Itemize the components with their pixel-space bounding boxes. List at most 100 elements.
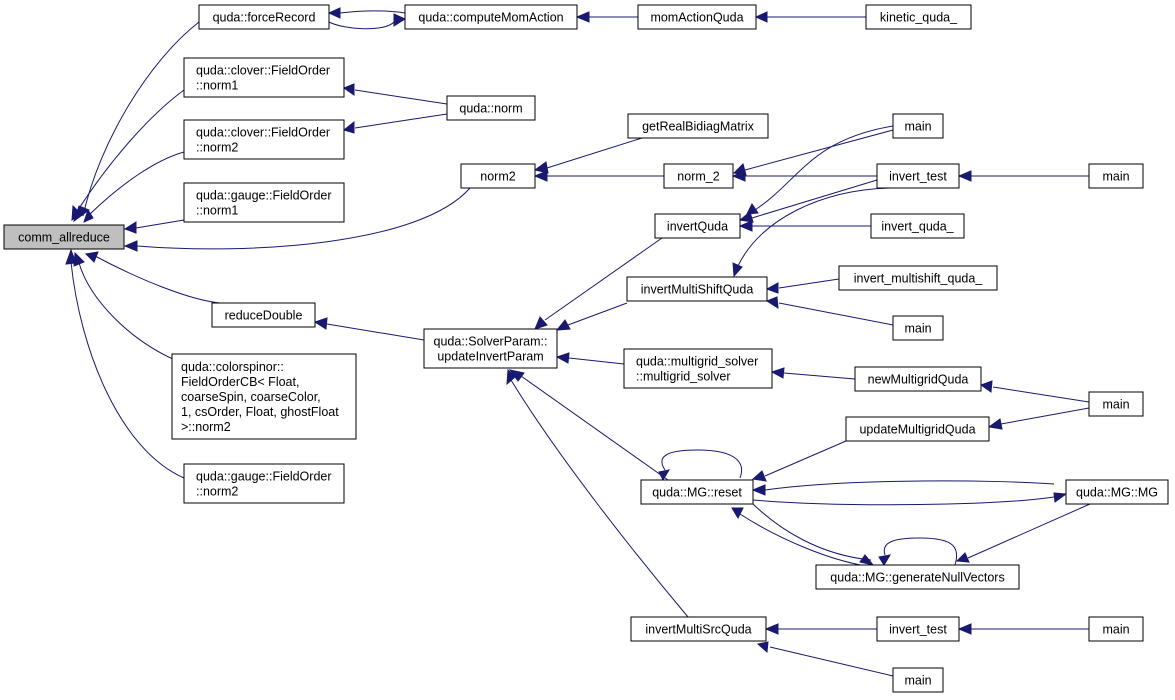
edge-arrowhead [313, 317, 328, 330]
node-gauge-norm2[interactable]: quda::gauge::FieldOrder::norm2 [183, 463, 345, 504]
node-newMultigrid[interactable]: newMultigridQuda [854, 366, 982, 392]
node-updateMultigrid[interactable]: updateMultigridQuda [845, 416, 990, 442]
edge-line [567, 302, 628, 326]
node-mg-mg[interactable]: quda::MG::MG [1065, 479, 1169, 505]
edge-arrowhead [342, 120, 355, 134]
edge-arrowhead [65, 248, 77, 265]
node-momAction[interactable]: momActionQuda [637, 4, 757, 30]
node-clover-norm2[interactable]: quda::clover::FieldOrder::norm2 [183, 119, 345, 160]
node-main-b[interactable]: main [1088, 163, 1144, 189]
edge-line [510, 379, 689, 618]
node-box [876, 616, 960, 642]
node-norm2[interactable]: norm2 [460, 163, 536, 189]
node-label: norm2 [480, 170, 515, 184]
node-reduceDouble[interactable]: reduceDouble [211, 302, 316, 328]
node-computeMom[interactable]: quda::computeMomAction [404, 4, 578, 30]
node-colorspinor[interactable]: quda::colorspinor::FieldOrderCB< Float,c… [171, 353, 357, 440]
node-box [183, 57, 345, 98]
edge-arrowhead [533, 161, 549, 174]
node-invert-test-a[interactable]: invert_test [876, 163, 960, 189]
node-label: ::norm1 [196, 79, 238, 93]
e-invert-test-a-invertMultiShift-edge [732, 187, 891, 278]
node-label: quda::MG::generateNullVectors [830, 571, 1004, 585]
node-box [183, 182, 345, 223]
edge-line [78, 262, 176, 361]
node-label: quda::colorspinor:: [181, 360, 284, 374]
e-invert-test-a-norm-2-edge [731, 170, 877, 182]
node-norm-2[interactable]: norm_2 [663, 163, 734, 189]
edge-arrowhead [738, 220, 753, 232]
node-box [404, 4, 578, 30]
node-label: invert_test [889, 170, 947, 184]
edge-arrowhead [327, 7, 341, 19]
edge-arrowhead [754, 11, 768, 23]
node-generateNull[interactable]: quda::MG::generateNullVectors [815, 564, 1020, 590]
node-box [630, 616, 767, 642]
node-gauge-norm1[interactable]: quda::gauge::FieldOrder::norm1 [183, 182, 345, 223]
node-box [198, 4, 330, 30]
call-graph-nodes: comm_allreduce quda::forceRecord quda::com… [3, 4, 1169, 693]
node-box [627, 113, 769, 139]
node-invertMultiShift[interactable]: invertMultiShiftQuda [626, 276, 768, 302]
edge-line [744, 129, 894, 171]
e-comm-forceRecord-edge [73, 21, 200, 223]
e-invertQuda-solverParam-edge [534, 237, 663, 330]
node-invert-quda-[interactable]: invert_quda_ [870, 213, 965, 239]
node-label: kinetic_quda_ [880, 11, 958, 25]
node-multigrid-solver[interactable]: quda::multigrid_solver::multigrid_solver [623, 348, 773, 389]
node-invert-multishift[interactable]: invert_multishift_quda_ [838, 265, 998, 291]
node-getReal[interactable]: getRealBidiagMatrix [627, 113, 769, 139]
edge-line [354, 89, 448, 105]
node-main-e[interactable]: main [1088, 616, 1144, 642]
node-main-f[interactable]: main [892, 667, 944, 693]
node-invert-test-b[interactable]: invert_test [876, 616, 960, 642]
node-label: quda::SolverParam:: [434, 335, 548, 349]
edge-arrowhead [955, 552, 970, 563]
edge-arrowhead [859, 554, 875, 566]
node-invertMultiSrc[interactable]: invertMultiSrcQuda [630, 616, 767, 642]
node-clover-norm1[interactable]: quda::clover::FieldOrder::norm1 [183, 57, 345, 98]
e-comm-norm2-edge [123, 187, 471, 252]
node-forceRecord[interactable]: quda::forceRecord [198, 4, 330, 30]
e-comm-colorspinor-edge [73, 251, 176, 361]
edge-line [883, 537, 958, 566]
edge-arrowhead [731, 170, 746, 182]
node-comm: comm_allreduce [3, 224, 125, 250]
node-main-a[interactable]: main [892, 113, 944, 139]
node-label: main [904, 674, 931, 688]
e-generateNull-self-edge [878, 537, 958, 566]
e-invert-test-a-invertQuda-edge [738, 179, 878, 223]
node-box [1088, 163, 1144, 189]
edge-arrowhead [123, 240, 138, 252]
edge-line [739, 513, 867, 567]
e-comm-clover2-edge [83, 151, 185, 223]
node-label: quda::MG::MG [1076, 486, 1158, 500]
node-mg-reset[interactable]: quda::MG::reset [640, 479, 754, 505]
e-invert-quda-invertQuda-edge [738, 220, 871, 232]
node-label: quda::multigrid_solver [636, 355, 758, 369]
e-generateNull-mg-reset-edge [752, 503, 875, 566]
node-quda-norm[interactable]: quda::norm [446, 95, 536, 121]
edge-arrowhead [73, 251, 85, 267]
edge-arrowhead [534, 316, 548, 330]
e-invertMultiShift-solverParam-edge [555, 302, 628, 331]
node-box [1088, 391, 1144, 417]
node-solverParam[interactable]: quda::SolverParam::updateInvertParam [423, 328, 558, 369]
node-label: quda::gauge::FieldOrder [196, 189, 332, 203]
node-main-d[interactable]: main [1088, 391, 1144, 417]
node-main-c[interactable]: main [892, 315, 944, 341]
node-label: quda::clover::FieldOrder [196, 126, 330, 140]
edge-arrowhead [555, 352, 570, 364]
node-box [183, 463, 345, 504]
e-comm-clover1-edge [71, 89, 185, 221]
node-label: comm_allreduce [18, 231, 110, 245]
node-label: updateInvertParam [437, 350, 543, 364]
edge-arrowhead [751, 470, 767, 482]
node-kinetic[interactable]: kinetic_quda_ [865, 4, 972, 30]
node-label: coarseSpin, coarseColor, [181, 390, 321, 404]
edge-arrowhead [987, 418, 1003, 430]
node-box [865, 4, 972, 30]
node-label: norm_2 [677, 170, 719, 184]
node-invertQuda[interactable]: invertQuda [654, 213, 741, 239]
edge-line [661, 449, 743, 479]
